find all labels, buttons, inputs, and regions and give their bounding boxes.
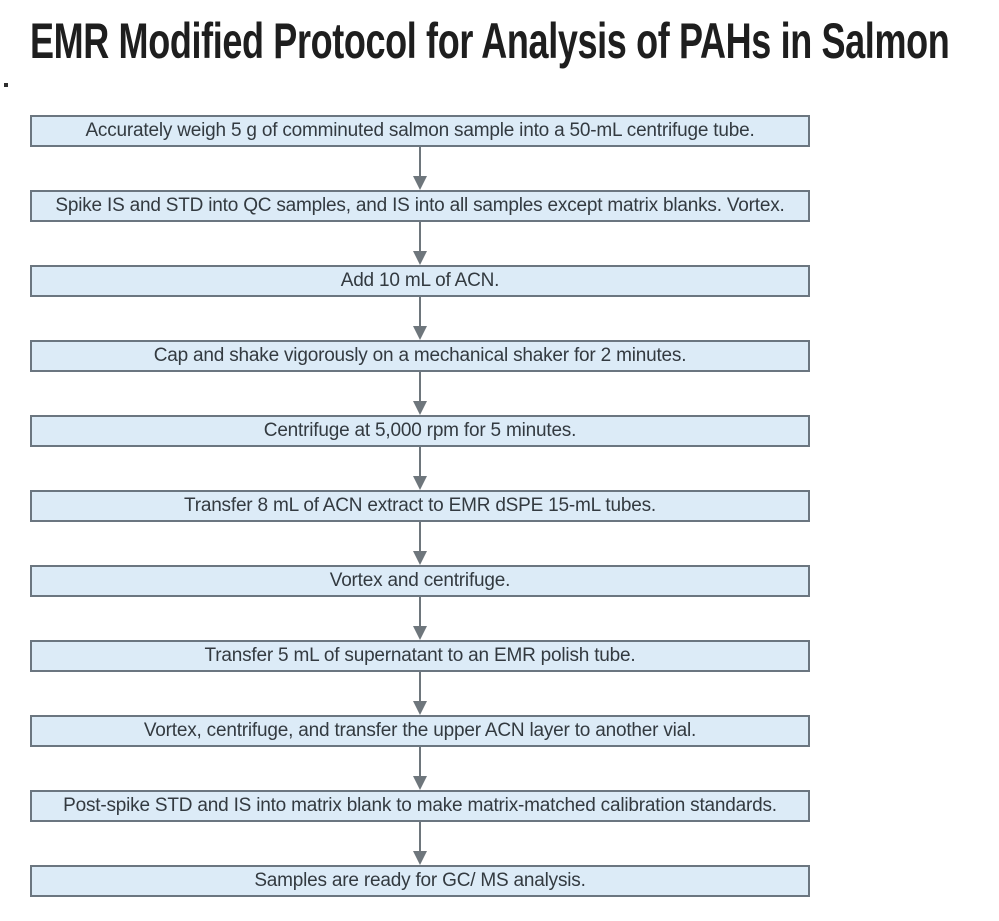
flow-step-label: Vortex and centrifuge.: [329, 570, 511, 591]
flow-step: Spike IS and STD into QC samples, and IS…: [30, 190, 810, 222]
flow-step-label: Transfer 5 mL of supernatant to an EMR p…: [204, 645, 636, 666]
stray-period-mark: [4, 83, 8, 87]
down-arrow-icon: [30, 672, 810, 715]
flowchart: Accurately weigh 5 g of comminuted salmo…: [30, 115, 810, 897]
down-arrow-icon: [30, 747, 810, 790]
down-arrow-icon: [30, 597, 810, 640]
page-title: EMR Modified Protocol for Analysis of PA…: [30, 13, 950, 69]
flow-step: Transfer 5 mL of supernatant to an EMR p…: [30, 640, 810, 672]
flow-step-label: Accurately weigh 5 g of comminuted salmo…: [85, 120, 755, 141]
down-arrow-icon: [30, 447, 810, 490]
flow-step-label: Centrifuge at 5,000 rpm for 5 minutes.: [263, 420, 577, 441]
flow-step: Samples are ready for GC/ MS analysis.: [30, 865, 810, 897]
down-arrow-icon: [30, 147, 810, 190]
down-arrow-icon: [30, 522, 810, 565]
flow-step-label: Spike IS and STD into QC samples, and IS…: [55, 195, 785, 216]
flow-step: Add 10 mL of ACN.: [30, 265, 810, 297]
flow-step-label: Post-spike STD and IS into matrix blank …: [63, 795, 777, 816]
flow-step: Transfer 8 mL of ACN extract to EMR dSPE…: [30, 490, 810, 522]
down-arrow-icon: [30, 372, 810, 415]
flow-step: Centrifuge at 5,000 rpm for 5 minutes.: [30, 415, 810, 447]
down-arrow-icon: [30, 222, 810, 265]
flow-step: Cap and shake vigorously on a mechanical…: [30, 340, 810, 372]
down-arrow-icon: [30, 297, 810, 340]
flow-step: Vortex, centrifuge, and transfer the upp…: [30, 715, 810, 747]
flow-step-label: Vortex, centrifuge, and transfer the upp…: [143, 720, 697, 741]
flow-step-label: Cap and shake vigorously on a mechanical…: [153, 345, 687, 366]
flow-step: Vortex and centrifuge.: [30, 565, 810, 597]
flow-step: Post-spike STD and IS into matrix blank …: [30, 790, 810, 822]
flow-step-label: Transfer 8 mL of ACN extract to EMR dSPE…: [184, 495, 656, 516]
flow-step-label: Add 10 mL of ACN.: [340, 270, 500, 291]
down-arrow-icon: [30, 822, 810, 865]
flow-step-label: Samples are ready for GC/ MS analysis.: [254, 870, 586, 891]
flow-step: Accurately weigh 5 g of comminuted salmo…: [30, 115, 810, 147]
